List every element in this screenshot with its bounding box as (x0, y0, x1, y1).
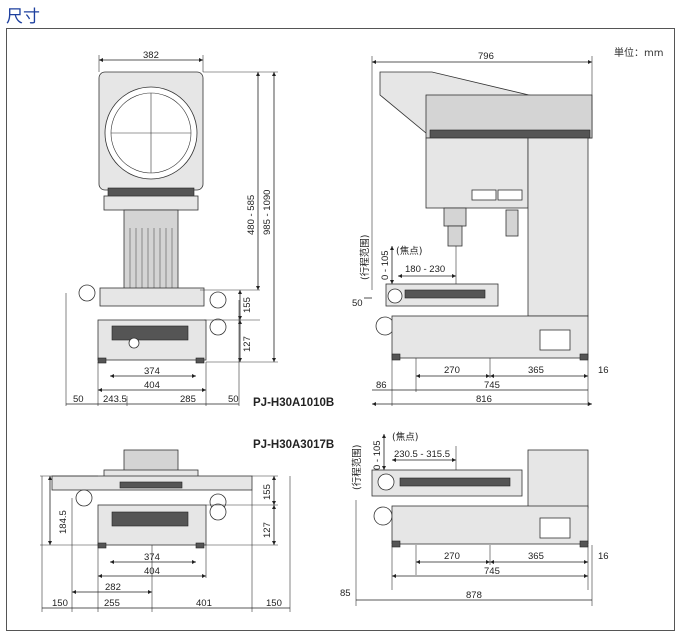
dim-184-5: 184.5 (58, 510, 69, 534)
dim-796: 796 (478, 51, 494, 62)
bottom-front-view: 155 127 184.5 374 404 282 150 255 401 15… (40, 449, 291, 612)
dim-bot-374: 374 (144, 552, 160, 563)
dim-155: 155 (242, 297, 253, 313)
dim-243-5: 243.5 (103, 394, 127, 405)
dim-282: 282 (105, 582, 121, 593)
dim-bot-side-16: 16 (598, 551, 609, 562)
travel-range-label-top: (行程范围) (359, 235, 371, 280)
dim-127: 127 (242, 336, 253, 352)
dim-480-585: 480 - 585 (246, 195, 257, 235)
model-label-top: PJ-H30A1010B (253, 397, 334, 409)
dim-382: 382 (143, 50, 159, 61)
dim-bot-150b: 150 (266, 598, 282, 609)
dim-285: 285 (180, 394, 196, 405)
dim-bot-side-85: 85 (340, 588, 351, 599)
dim-404: 404 (144, 380, 160, 391)
page-title: 尺寸 (6, 7, 40, 27)
dim-230-315: 230.5 - 315.5 (394, 449, 450, 460)
dim-side-816: 816 (476, 394, 492, 405)
dim-bot-side-745: 745 (484, 566, 500, 577)
dim-travel-0-105-top: 0 - 105 (380, 250, 391, 280)
dim-374: 374 (144, 366, 160, 377)
dim-bot-side-365: 365 (528, 551, 544, 562)
top-front-view: 382 480 - 585 985 - 1090 155 127 374 404… (65, 50, 278, 406)
dim-180-230: 180 - 230 (405, 264, 445, 275)
model-label-bottom: PJ-H30A3017B (253, 439, 334, 451)
dim-50b: 50 (228, 394, 239, 405)
focus-label-top: (焦点) (396, 245, 422, 257)
dim-bot-150a: 150 (52, 598, 68, 609)
dim-bot-155: 155 (262, 484, 273, 500)
dim-bot-127: 127 (262, 522, 273, 538)
dim-bot-side-878: 878 (466, 590, 482, 601)
dimension-panel (6, 28, 675, 631)
dim-side-50: 50 (352, 298, 363, 309)
dim-50a: 50 (73, 394, 84, 405)
dim-bot-255: 255 (104, 598, 120, 609)
focus-label-bottom: (焦点) (392, 431, 418, 443)
dim-bot-401: 401 (196, 598, 212, 609)
dim-bot-side-270: 270 (444, 551, 460, 562)
travel-range-label-bottom: (行程范围) (351, 445, 363, 490)
dim-side-745: 745 (484, 380, 500, 391)
unit-note: 単位：mm (614, 46, 663, 59)
dim-side-270: 270 (444, 365, 460, 376)
top-side-view: 796 (行程范围) 0 - 105 (焦点) 180 - 230 50 270… (352, 51, 609, 406)
dim-side-86: 86 (376, 380, 387, 391)
dim-bot-404: 404 (144, 566, 160, 577)
dim-side-365: 365 (528, 365, 544, 376)
bottom-side-view: (行程范围) 0 - 105 (焦点) 230.5 - 315.5 270 36… (340, 431, 609, 606)
dim-side-16: 16 (598, 365, 609, 376)
dim-985-1090: 985 - 1090 (262, 190, 273, 235)
dim-travel-0-105-bottom: 0 - 105 (372, 440, 383, 470)
